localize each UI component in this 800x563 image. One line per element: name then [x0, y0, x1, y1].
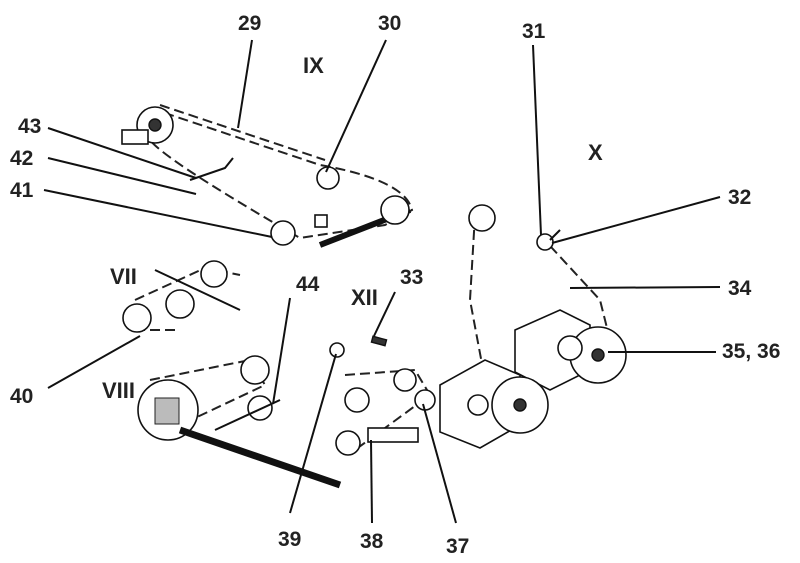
leader-32 [551, 196, 721, 244]
leader-30 [325, 39, 387, 173]
sprocket-xii-d [335, 430, 361, 456]
callout-31: 31 [522, 20, 546, 43]
clutch-viii [154, 397, 180, 425]
callout-40: 40 [10, 385, 33, 408]
callout-38: 38 [360, 530, 384, 553]
callout-39: 39 [278, 528, 301, 551]
chain-xii [344, 368, 432, 451]
group-x-assembly [439, 204, 627, 449]
callout-42: 42 [10, 147, 33, 170]
callout-37: 37 [446, 535, 469, 558]
leader-40 [47, 335, 141, 389]
sprocket-xii-a [344, 387, 370, 413]
sprocket-31 [536, 233, 554, 251]
chain-viii [149, 358, 267, 419]
group-label-vii: VII [110, 264, 137, 289]
callout-32: 32 [728, 186, 751, 209]
group-label-viii: VIII [102, 378, 135, 403]
leader-31 [532, 44, 542, 236]
group-vii-viii-assembly [122, 260, 342, 489]
gear-35-36-hub [591, 348, 605, 362]
sprocket-viii-top [240, 355, 270, 385]
leader-41 [43, 189, 273, 238]
gear-x-mid [557, 335, 583, 361]
sprocket-ix-mid [316, 166, 340, 190]
sprocket-vii-left [122, 303, 152, 333]
group-label-x: X [588, 140, 603, 165]
group-label-xii: XII [351, 285, 378, 310]
shaft-vii [154, 269, 241, 311]
sprocket-vii-top [200, 260, 228, 288]
callout-29: 29 [238, 12, 261, 35]
bracket-38 [367, 427, 419, 443]
shaft-viii [178, 426, 342, 489]
group-xii-assembly [329, 335, 436, 456]
gear-x-lower-hub [513, 398, 527, 412]
leader-33 [373, 291, 396, 337]
group-ix-assembly [121, 104, 414, 248]
leader-lines [43, 39, 721, 524]
callout-43: 43 [18, 115, 41, 138]
sprocket-xii-c [414, 389, 436, 411]
sprocket-ix-41 [270, 220, 296, 246]
callout-33: 33 [400, 266, 423, 289]
sprocket-x-top [468, 204, 496, 232]
leader-42 [47, 157, 197, 195]
shaft-end-ix [121, 129, 149, 145]
lever-44 [214, 399, 281, 431]
lever-32 [549, 229, 561, 241]
callout-30: 30 [378, 12, 401, 35]
sprocket-ix-right [380, 195, 410, 225]
chain-ix [149, 106, 414, 240]
ring-39 [329, 342, 345, 358]
bracket-ix [314, 214, 328, 228]
sprocket-viii-low [247, 395, 273, 421]
lever-42 [189, 157, 234, 181]
pin-33 [370, 335, 388, 347]
leader-44 [272, 297, 291, 405]
chain-ix-upper [159, 104, 326, 161]
leader-39 [289, 353, 337, 514]
callout-35-36: 35, 36 [722, 340, 780, 363]
leader-29 [237, 39, 253, 129]
leader-43 [47, 127, 197, 179]
sprocket-xii-b [393, 368, 417, 392]
callout-44: 44 [296, 273, 320, 296]
leader-34 [569, 286, 721, 289]
leader-38 [370, 439, 373, 524]
callout-34: 34 [728, 277, 752, 300]
gear-x-small [467, 394, 489, 416]
leader-37 [422, 403, 457, 524]
sprocket-ix-left-hub [148, 118, 162, 132]
callout-41: 41 [10, 179, 34, 202]
chain-x [468, 214, 611, 381]
sprocket-vii-mid [165, 289, 195, 319]
group-label-ix: IX [303, 53, 324, 78]
